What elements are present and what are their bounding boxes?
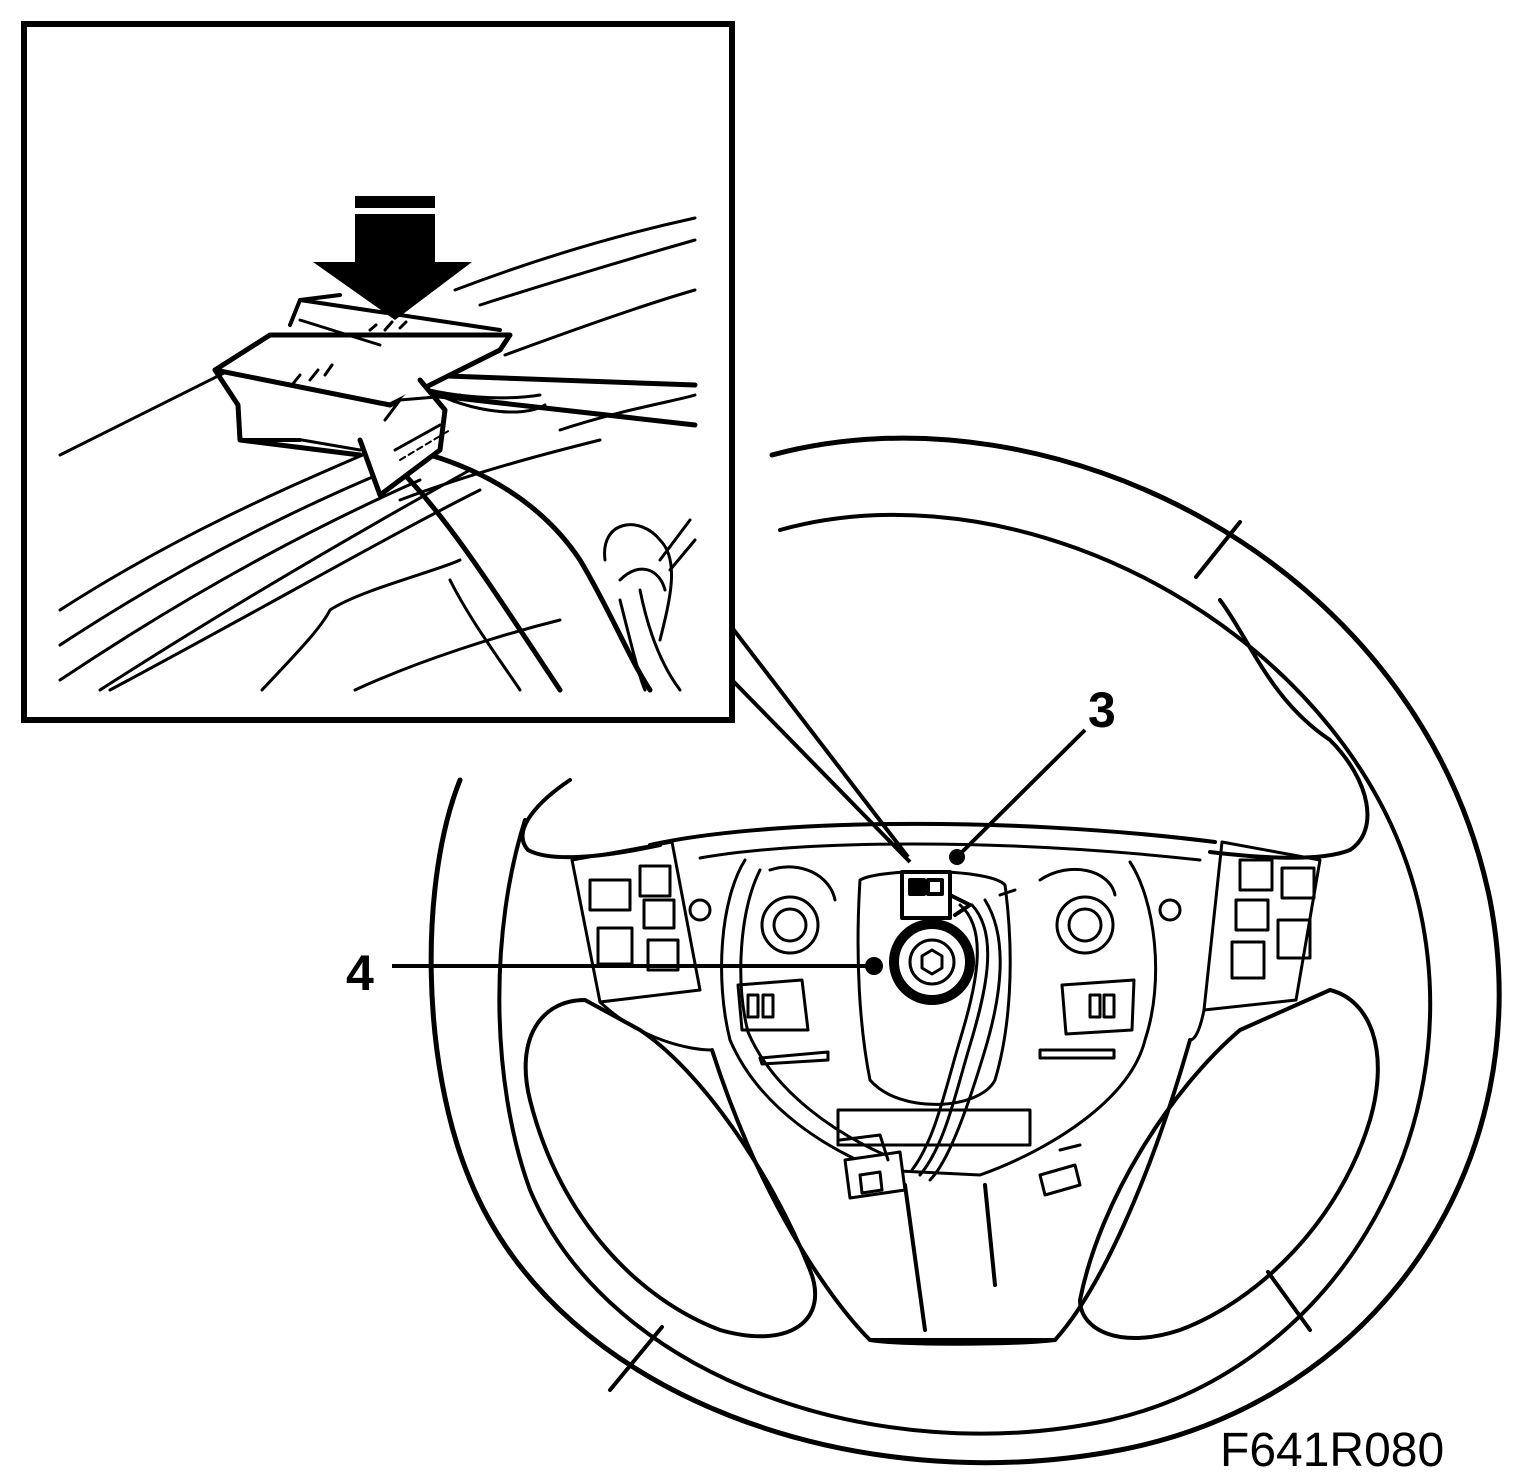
callout-3-leader: [955, 728, 1087, 859]
left-switch-panel: [570, 840, 714, 1052]
wiring-harness: [910, 888, 1017, 1182]
hub-body: [688, 858, 1182, 1197]
airbag-connector: [900, 870, 972, 920]
hub-top-edge-inner: [698, 842, 1202, 862]
steering-wheel: [428, 435, 1502, 1466]
callout-3-label: 3: [1088, 682, 1116, 738]
callout-leaders: [392, 623, 1087, 975]
right-switch-panel: [1188, 840, 1322, 1042]
wheel-rim-outer: [428, 435, 1502, 1466]
callout-4-label: 4: [346, 945, 374, 1001]
callout-3-dot: [949, 849, 965, 865]
detail-leader-lower: [730, 678, 912, 864]
lower-connector-plug: [838, 1133, 907, 1200]
wheel-opening-upper-right: [1208, 598, 1370, 860]
centre-bolt: [889, 919, 975, 1005]
detail-inset-drawing: [58, 196, 698, 693]
wheel-rim-inner: [497, 512, 1433, 1436]
wheel-opening-lower-left: [523, 998, 817, 1339]
hub-top-edge: [648, 821, 1217, 847]
wheel-opening-lower-right: [1078, 988, 1380, 1340]
push-arrow: [313, 196, 472, 320]
wheel-opening-upper-left: [520, 778, 662, 860]
bottom-spoke-stem: [903, 1183, 997, 1332]
rim-seam-upper-right: [1194, 520, 1242, 579]
rim-seam-lower-left: [608, 1325, 664, 1392]
callout-4-dot: [865, 957, 883, 975]
figure-id-label: F641R080: [1220, 1424, 1444, 1476]
bottom-spoke: [710, 1038, 1192, 1342]
detail-leader-upper: [728, 623, 910, 859]
bottom-spoke-base: [868, 1338, 1057, 1346]
rim-seam-lower-right: [1266, 1270, 1312, 1332]
detail-inset: [21, 21, 735, 723]
